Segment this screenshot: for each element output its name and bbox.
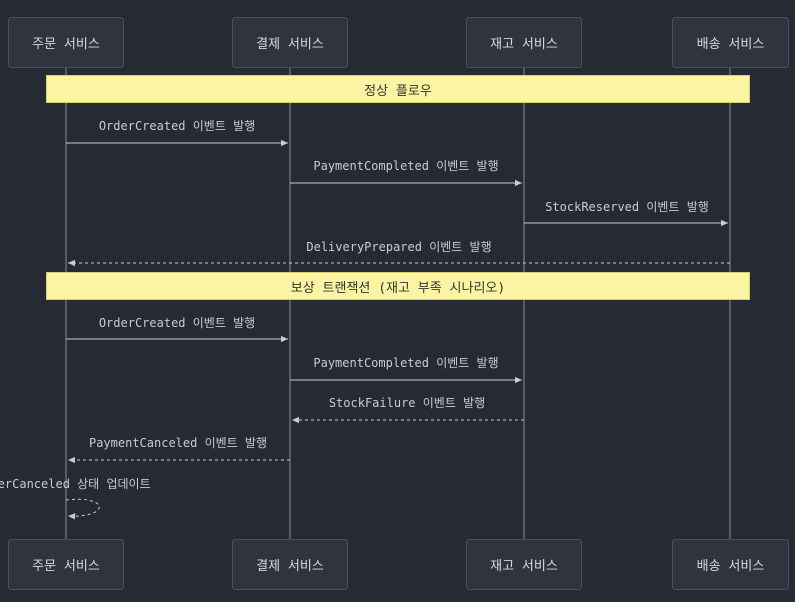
actor-payment-bottom: 결제 서비스	[232, 539, 348, 590]
message-label-self: OrderCanceled 상태 업데이트	[0, 477, 151, 491]
actor-order-bottom: 주문 서비스	[8, 539, 124, 590]
message-label: OrderCreated 이벤트 발행	[98, 316, 256, 330]
note-normal-flow: 정상 플로우	[46, 75, 750, 103]
message-label: StockReserved 이벤트 발행	[545, 200, 709, 214]
message-label: PaymentCompleted 이벤트 발행	[313, 159, 499, 173]
message-label: PaymentCompleted 이벤트 발행	[313, 356, 499, 370]
message-label: DeliveryPrepared 이벤트 발행	[306, 240, 492, 254]
actor-delivery-bottom: 배송 서비스	[672, 539, 789, 590]
actor-stock-top: 재고 서비스	[466, 17, 582, 68]
note-compensation: 보상 트랜잭션 (재고 부족 시나리오)	[46, 272, 750, 300]
message-label: StockFailure 이벤트 발행	[328, 396, 486, 410]
arrow-m9-self	[65, 498, 100, 520]
actor-order-top: 주문 서비스	[8, 17, 124, 68]
message-label: OrderCreated 이벤트 발행	[98, 119, 256, 133]
actor-payment-top: 결제 서비스	[232, 17, 348, 68]
actor-stock-bottom: 재고 서비스	[466, 539, 582, 590]
message-label: PaymentCanceled 이벤트 발행	[88, 436, 268, 450]
actor-delivery-top: 배송 서비스	[672, 17, 789, 68]
